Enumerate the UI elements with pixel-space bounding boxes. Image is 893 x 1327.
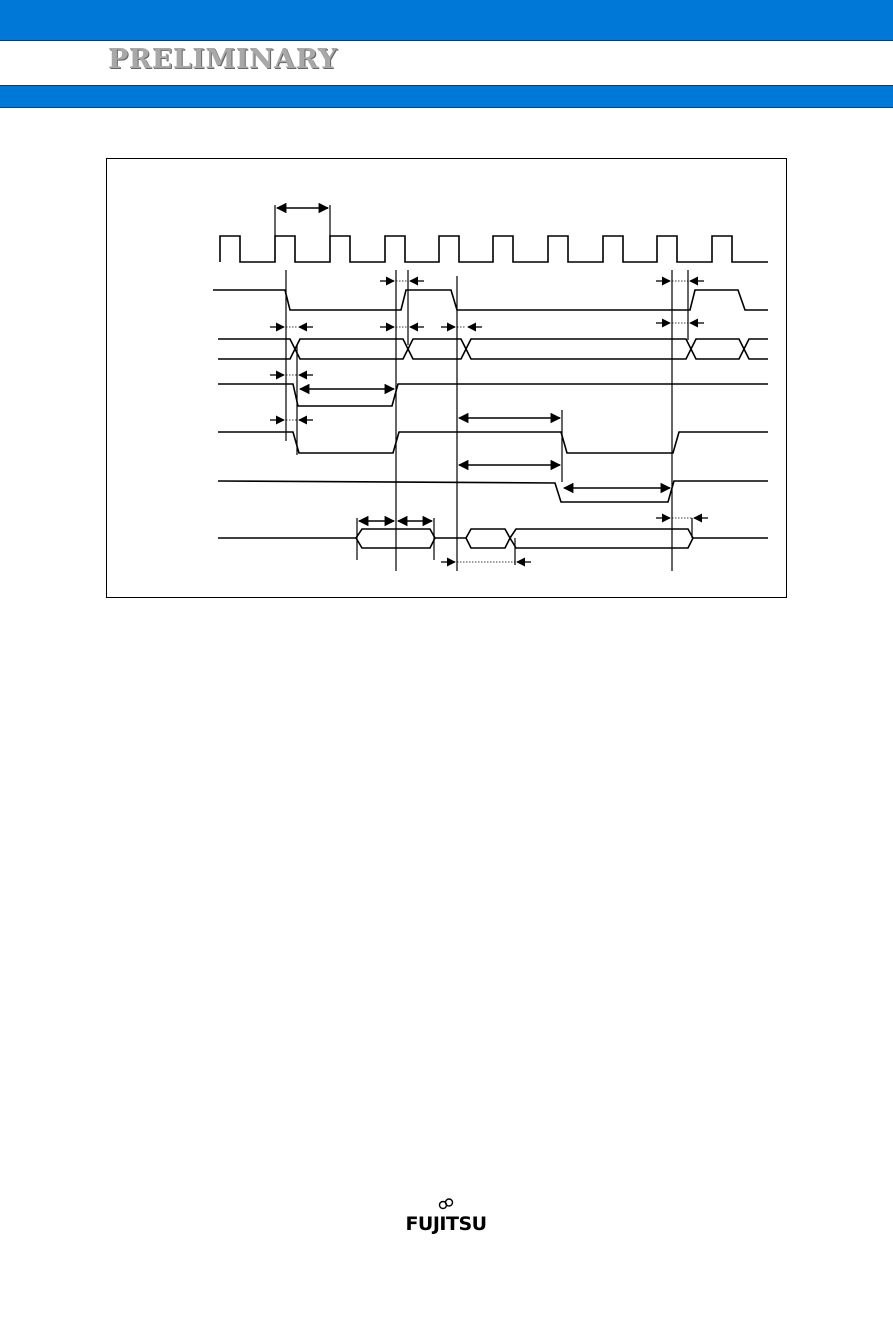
timing-diagram-frame — [106, 158, 787, 598]
signal-5-waveform — [218, 431, 768, 454]
clock-waveform — [219, 235, 768, 263]
fujitsu-infinity-icon — [438, 1198, 454, 1210]
signal-7-bus-waveform — [218, 528, 768, 549]
logo-text: FUJITSU — [405, 1213, 487, 1235]
signal-4-waveform — [218, 383, 768, 407]
header-bar — [0, 0, 893, 41]
preliminary-watermark: PRELIMINARY — [108, 44, 338, 75]
signal-2-waveform — [213, 289, 768, 311]
fujitsu-logo: FUJITSU — [396, 1198, 496, 1238]
header-sub-bar — [0, 85, 893, 108]
signal-3-bus-waveform — [218, 338, 768, 360]
signal-6-waveform — [217, 480, 768, 503]
